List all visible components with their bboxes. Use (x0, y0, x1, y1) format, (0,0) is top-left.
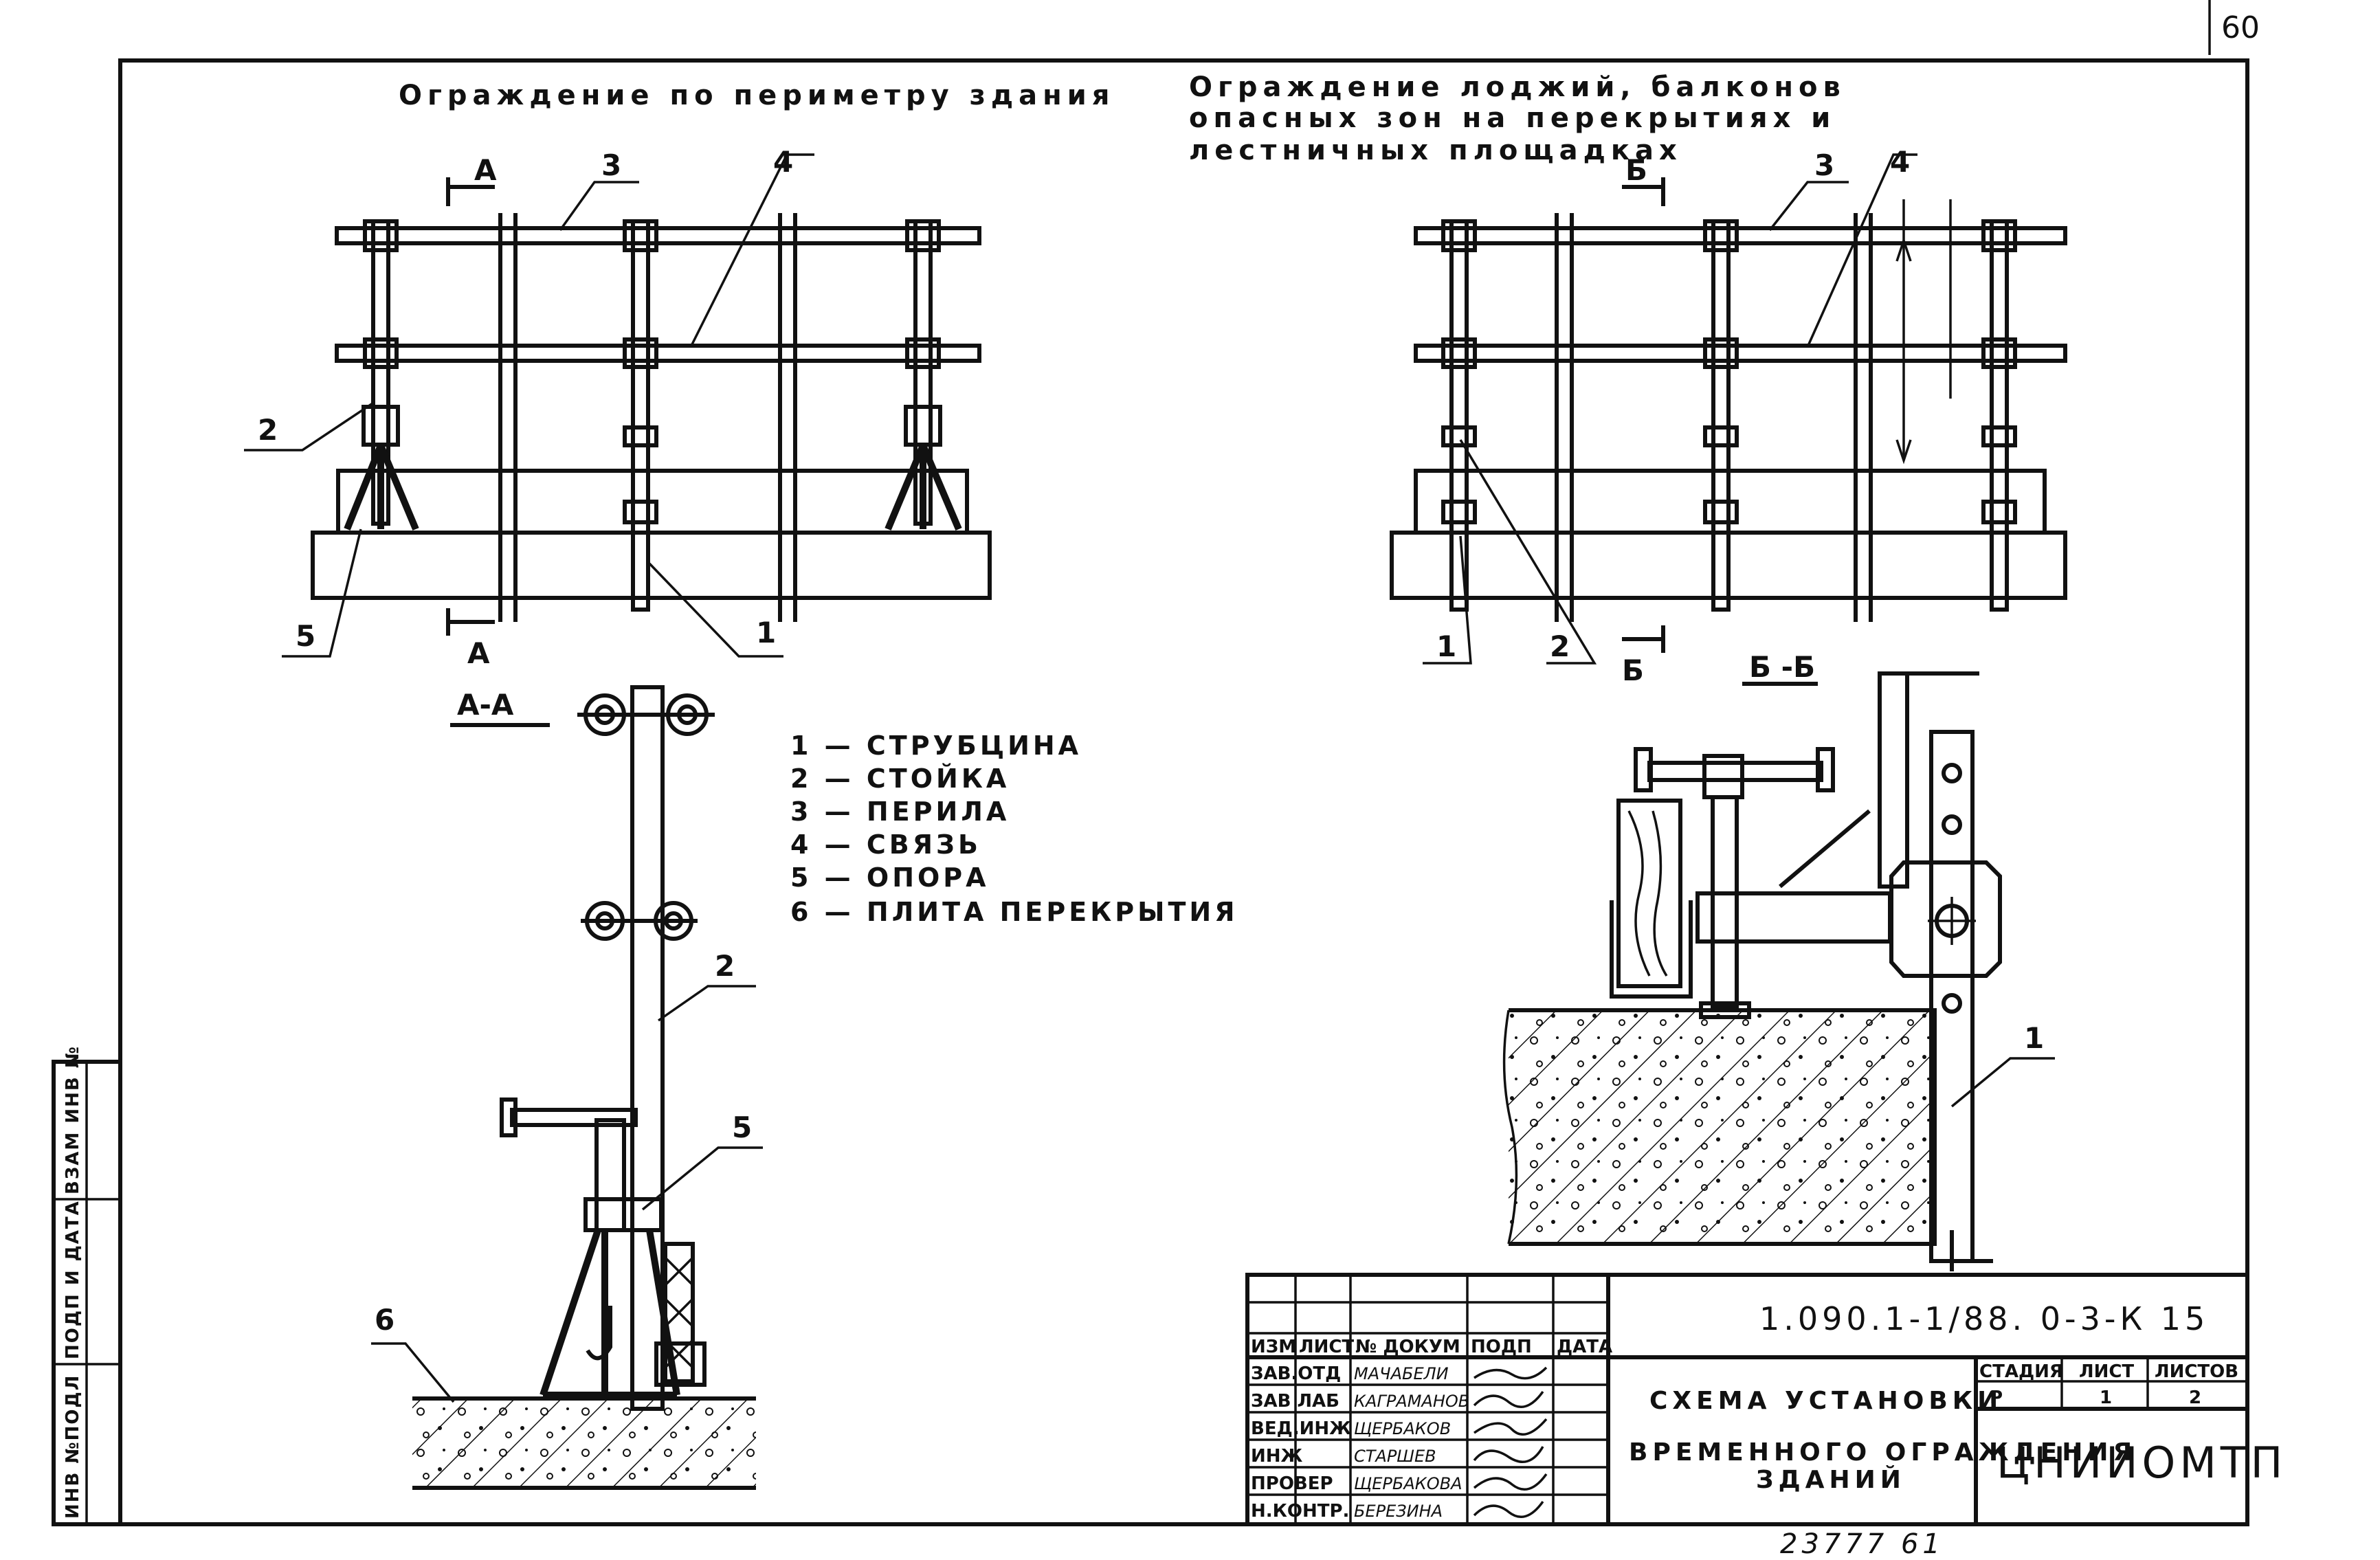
legend-item-1: 1 — СТРУБЦИНА (790, 731, 1082, 761)
section-a-a: А-А 2 5 (371, 685, 763, 1490)
tb-header-date: ДАТА (1557, 1337, 1612, 1357)
callout-2-left: 2 (258, 413, 278, 447)
sheets-header: ЛИСТОВ (2155, 1361, 2238, 1382)
title-line-3: ЗДАНИЙ (1756, 1465, 1906, 1494)
document-code: 1.090.1-1/88. 0-3-К 15 (1759, 1300, 2209, 1337)
tb-role-3: ВЕД.ИНЖ (1251, 1418, 1351, 1439)
signature-scribble (1473, 1446, 1544, 1463)
organization-name: ЦНИИОМТП (1997, 1438, 2287, 1488)
tb-header-izm: ИЗМ (1251, 1337, 1296, 1357)
legend-item-4: 4 — СВЯЗЬ (790, 829, 981, 860)
signature-scribble (1473, 1473, 1548, 1491)
right-section-title-line-1: Ограждение лоджий, балконов (1189, 71, 1846, 103)
signature-scribble (1473, 1500, 1544, 1518)
right-section-title-line-2: опасных зон на перекрытиях и (1189, 102, 1836, 134)
signature-scribble (1473, 1418, 1548, 1436)
stage-header: СТАДИЯ (1979, 1361, 2063, 1382)
tb-header-doc: № ДОКУМ (1355, 1337, 1460, 1357)
sheet-number: 60 (2221, 10, 2260, 45)
perimeter-fence-elevation: А А 3 4 2 5 1 (244, 145, 992, 670)
signature-scribble (1473, 1390, 1544, 1408)
tb-role-6: Н.КОНТР. (1251, 1501, 1349, 1522)
title-line-2: ВРЕМЕННОГО ОГРАЖДЕНИЯ (1629, 1438, 2137, 1467)
section-mark-a-bottom: А (467, 636, 490, 670)
legend-item-6: 6 — ПЛИТА ПЕРЕКРЫТИЯ (790, 897, 1238, 927)
legend-item-2: 2 — СТОЙКА (790, 764, 1010, 794)
side-stamp-sign: ПОДП И ДАТА (63, 1200, 83, 1359)
sheets-value: 2 (2189, 1388, 2201, 1408)
title-block: ИЗМ ЛИСТ № ДОКУМ ПОДП ДАТА ЗАВ.ОТД МАЧАБ… (1245, 1273, 2287, 1526)
callout-2-right: 2 (1550, 629, 1570, 663)
sheet-value: 1 (2100, 1388, 2112, 1408)
callout-1-section-b: 1 (2024, 1021, 2044, 1055)
right-section-title-line-3: лестничных площадках (1189, 135, 1682, 166)
drawing-frame (118, 58, 2249, 1526)
callout-1-left: 1 (756, 616, 776, 649)
tb-name-1: МАЧАБЕЛИ (1354, 1364, 1449, 1383)
sheet-number-box: 60 (2208, 0, 2260, 55)
tb-role-1: ЗАВ.ОТД (1251, 1363, 1341, 1384)
balcony-fence-elevation: Б Б 3 4 1 2 (1390, 145, 2067, 687)
legend-item-5: 5 — ОПОРА (790, 862, 990, 893)
callout-2-section: 2 (715, 949, 735, 983)
tb-header-sign: ПОДП (1471, 1337, 1532, 1357)
side-stamp-inv: ИНВ №ПОДЛ (63, 1374, 83, 1519)
tb-name-6: БЕРЕЗИНА (1354, 1502, 1443, 1521)
side-stamp-replace: ВЗАМ ИНВ № (63, 1045, 83, 1194)
callout-4-left: 4 (773, 145, 793, 179)
footer-number: 23777 61 (1780, 1528, 1944, 1560)
stage-value: Р (1990, 1388, 2003, 1408)
side-stamp: ИНВ №ПОДЛ ПОДП И ДАТА ВЗАМ ИНВ № (52, 1045, 122, 1526)
section-mark-a-top: А (474, 153, 497, 187)
tb-name-2: КАГРАМАНОВ (1354, 1392, 1469, 1411)
callout-5-left: 5 (296, 619, 315, 653)
tb-name-5: ЩЕРБАКОВА (1354, 1474, 1463, 1493)
sheet-header: ЛИСТ (2079, 1361, 2134, 1382)
tb-role-2: ЗАВ ЛАБ (1251, 1391, 1339, 1412)
callout-6-section: 6 (375, 1303, 394, 1337)
legend: 1 — СТРУБЦИНА 2 — СТОЙКА 3 — ПЕРИЛА 4 — … (790, 731, 1238, 927)
signature-scribble (1473, 1366, 1548, 1380)
tb-role-4: ИНЖ (1251, 1446, 1303, 1467)
section-mark-b-top: Б (1625, 153, 1647, 187)
legend-item-3: 3 — ПЕРИЛА (790, 796, 1010, 827)
section-a-a-label: А-А (457, 688, 514, 722)
tb-header-list: ЛИСТ (1299, 1337, 1354, 1357)
callout-1-right: 1 (1436, 629, 1456, 663)
left-section-title: Ограждение по периметру здания (399, 80, 1115, 111)
section-b-b: Б -Б 1 (1502, 650, 2055, 1271)
section-b-b-label: Б -Б (1749, 650, 1815, 684)
callout-3-right: 3 (1814, 148, 1834, 182)
tb-name-3: ЩЕРБАКОВ (1354, 1419, 1451, 1438)
callout-3-left: 3 (601, 148, 621, 182)
tb-role-5: ПРОВЕР (1251, 1473, 1333, 1494)
section-mark-b-bottom: Б (1622, 654, 1644, 687)
callout-5-section: 5 (732, 1111, 752, 1144)
tb-name-4: СТАРШЕВ (1354, 1447, 1436, 1466)
title-line-1: СХЕМА УСТАНОВКИ (1649, 1387, 2003, 1415)
callout-4-right: 4 (1890, 145, 1910, 179)
